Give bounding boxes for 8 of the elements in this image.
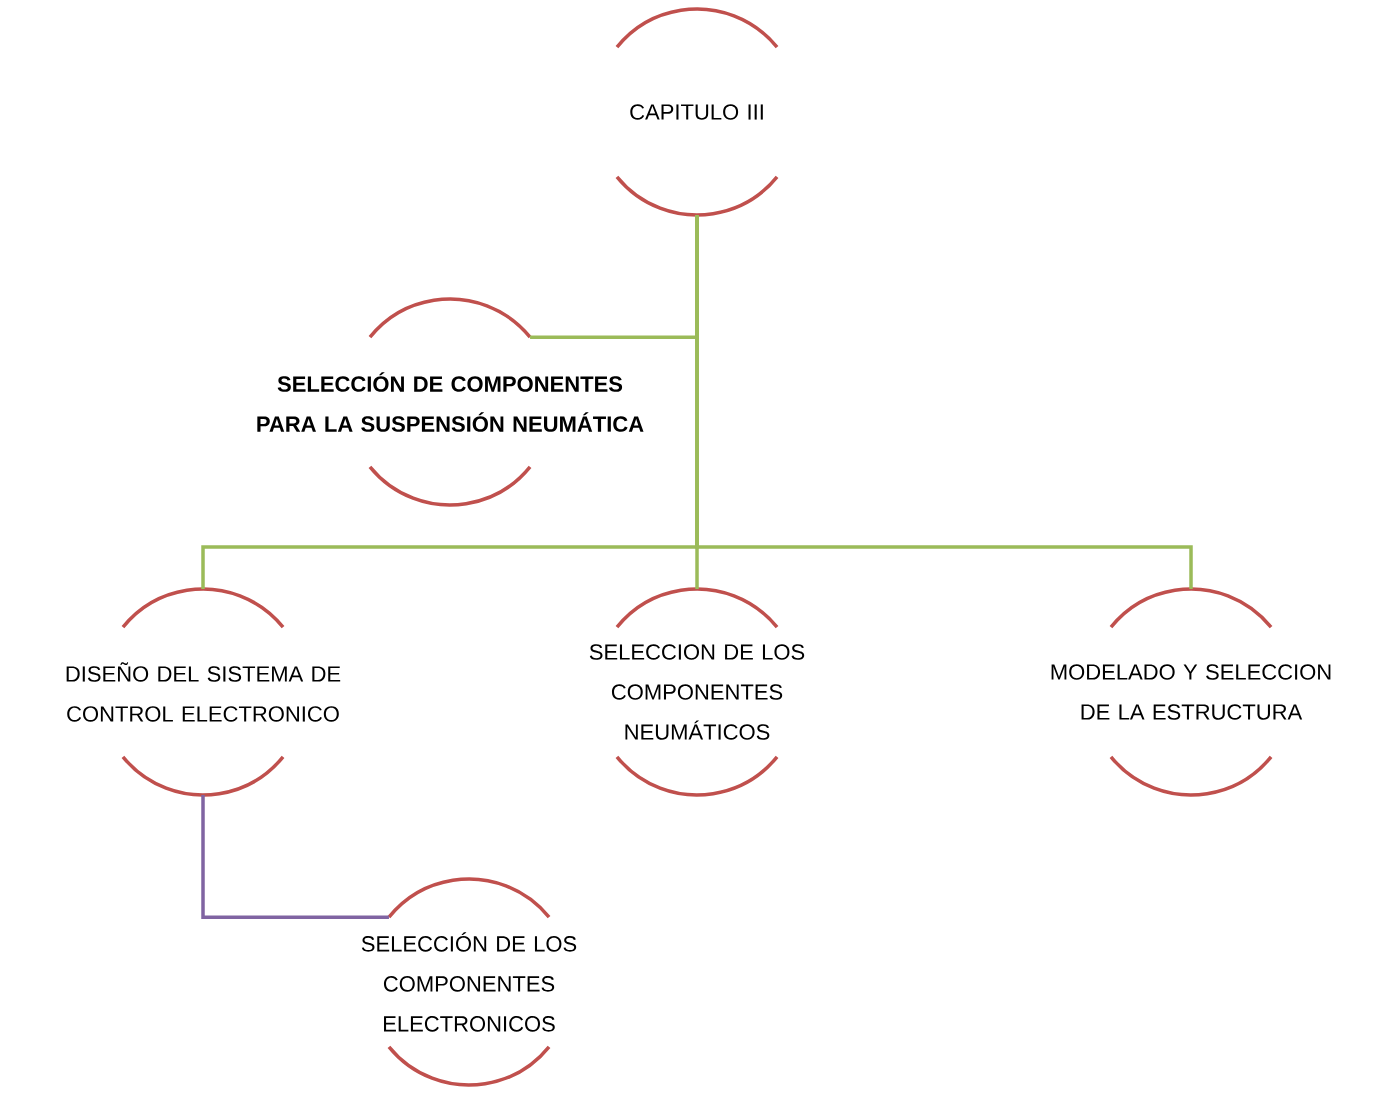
open-circle-node: MODELADO Y SELECCION DE LA ESTRUCTURA — [1051, 587, 1331, 797]
open-circle-node: DISEÑO DEL SISTEMA DE CONTROL ELECTRONICO — [66, 587, 341, 797]
open-circle-node: CAPITULO III — [615, 7, 779, 217]
open-circle-node: SELECCIÓN DE LOS COMPONENTES ELECTRONICOS — [361, 877, 577, 1087]
open-circle-node: SELECCION DE LOS COMPONENTES NEUMÁTICOS — [589, 587, 805, 797]
connector-line — [201, 795, 389, 919]
connector-line — [695, 215, 1193, 589]
open-circle-node: SELECCIÓN DE COMPONENTES PARA LA SUSPENSIÓN NEUMÁTICA — [257, 297, 644, 507]
